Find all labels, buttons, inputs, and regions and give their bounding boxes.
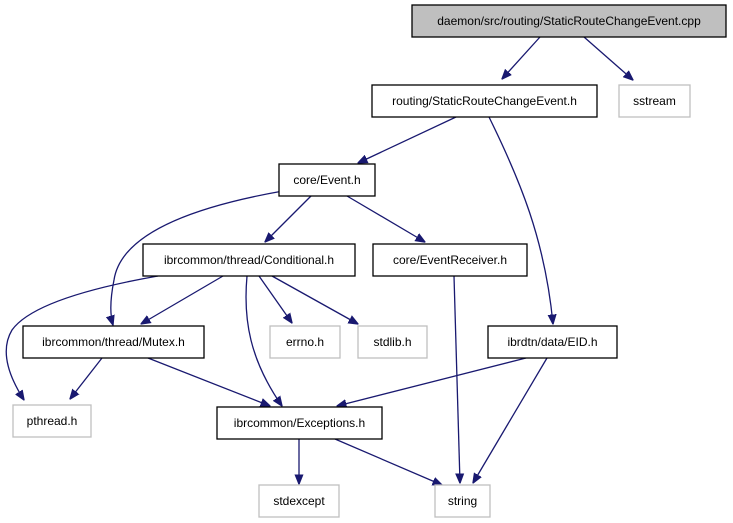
node-box: [434, 484, 491, 518]
edge-conditional-h-to-errno-h: [258, 275, 292, 323]
node-event-receiver-h[interactable]: core/EventReceiver.h: [372, 243, 528, 277]
node-pthread-h[interactable]: pthread.h: [12, 404, 92, 438]
node-label: daemon/src/routing/StaticRouteChangeEven…: [437, 14, 701, 28]
node-eid-h[interactable]: ibrdtn/data/EID.h: [487, 325, 618, 359]
node-box: [278, 163, 376, 197]
edge-conditional-h-to-pthread-h: [5, 275, 159, 400]
edge-eid-h-to-exceptions-h: [337, 357, 527, 406]
node-box: [216, 406, 383, 440]
node-sstream[interactable]: sstream: [618, 84, 691, 118]
node-label: stdlib.h: [373, 335, 411, 349]
node-label: ibrcommon/thread/Conditional.h: [164, 253, 334, 267]
edge-eid-h-to-string: [473, 357, 548, 483]
edge-root-to-sstream: [583, 36, 633, 80]
edge-event-h-to-event-receiver-h: [346, 195, 425, 242]
edge-conditional-h-to-stdlib-h: [271, 275, 358, 324]
node-label: stdexcept: [273, 494, 325, 508]
node-exceptions-h[interactable]: ibrcommon/Exceptions.h: [216, 406, 383, 440]
node-box: [371, 84, 598, 118]
node-string[interactable]: string: [434, 484, 491, 518]
node-box: [142, 243, 356, 277]
node-label: core/Event.h: [293, 173, 360, 187]
node-box: [357, 325, 428, 359]
node-label: sstream: [633, 94, 676, 108]
node-label: routing/StaticRouteChangeEvent.h: [392, 94, 577, 108]
node-box: [487, 325, 618, 359]
node-label: core/EventReceiver.h: [393, 253, 507, 267]
edges-group: [5, 36, 633, 485]
nodes-group: daemon/src/routing/StaticRouteChangeEven…: [12, 4, 727, 518]
node-errno-h[interactable]: errno.h: [269, 325, 341, 359]
node-stdexcept[interactable]: stdexcept: [258, 484, 340, 518]
node-box: [12, 404, 92, 438]
node-label: pthread.h: [27, 414, 78, 428]
edge-mutex-h-to-exceptions-h: [147, 357, 270, 406]
edge-event-h-to-mutex-h: [111, 190, 284, 325]
node-label: ibrcommon/Exceptions.h: [234, 416, 365, 430]
edge-static-route-h-to-eid-h: [488, 116, 553, 324]
node-box: [22, 325, 205, 359]
node-box: [258, 484, 340, 518]
node-label: errno.h: [286, 335, 324, 349]
edge-event-receiver-h-to-string: [453, 275, 460, 483]
node-label: ibrdtn/data/EID.h: [507, 335, 597, 349]
edge-mutex-h-to-pthread-h: [70, 357, 103, 399]
node-box: [411, 4, 727, 38]
edge-static-route-h-to-event-h: [358, 116, 457, 163]
edge-exceptions-h-to-string: [334, 438, 442, 485]
node-mutex-h[interactable]: ibrcommon/thread/Mutex.h: [22, 325, 205, 359]
node-root[interactable]: daemon/src/routing/StaticRouteChangeEven…: [411, 4, 727, 38]
edge-event-h-to-conditional-h: [265, 195, 312, 242]
node-box: [618, 84, 691, 118]
node-box: [372, 243, 528, 277]
node-stdlib-h[interactable]: stdlib.h: [357, 325, 428, 359]
node-static-route-h[interactable]: routing/StaticRouteChangeEvent.h: [371, 84, 598, 118]
edge-conditional-h-to-exceptions-h: [245, 275, 282, 406]
node-label: ibrcommon/thread/Mutex.h: [42, 335, 185, 349]
node-conditional-h[interactable]: ibrcommon/thread/Conditional.h: [142, 243, 356, 277]
edge-root-to-static-route-h: [502, 36, 541, 79]
node-event-h[interactable]: core/Event.h: [278, 163, 376, 197]
node-box: [269, 325, 341, 359]
node-label: string: [448, 494, 477, 508]
edge-conditional-h-to-mutex-h: [141, 275, 224, 324]
